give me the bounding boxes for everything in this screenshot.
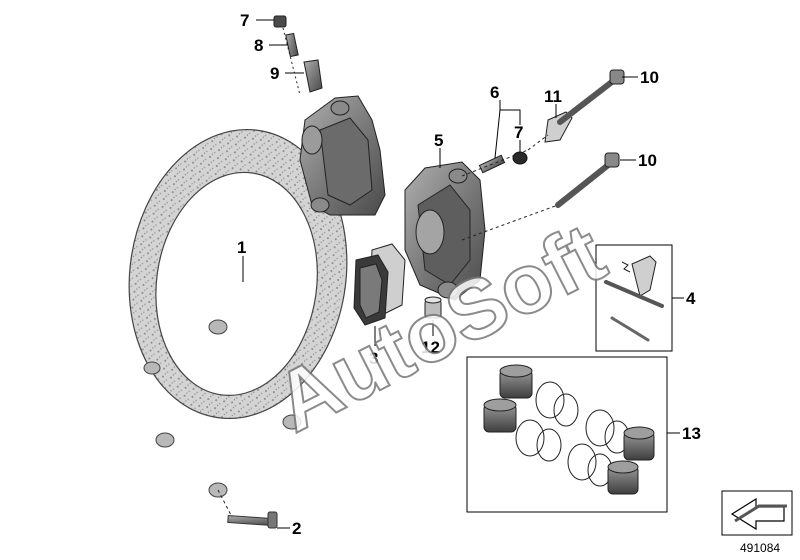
reference-number: 491084 (740, 541, 780, 555)
leader-lines (242, 19, 684, 529)
label-7-top: 7 (240, 11, 249, 30)
brake-pads (353, 243, 406, 326)
label-11: 11 (544, 87, 562, 106)
direction-arrow-icon (721, 490, 793, 536)
label-10-lower: 10 (638, 151, 657, 170)
bleed-cap-main (512, 151, 528, 165)
bleed-screw-upper (285, 32, 299, 58)
label-12: 12 (421, 338, 440, 357)
label-1: 1 (237, 238, 246, 257)
label-3: 3 (369, 349, 378, 368)
label-7-mid: 7 (514, 123, 523, 142)
seal-rings (515, 381, 630, 487)
kit-4-box (595, 244, 673, 352)
pin-sleeve (424, 296, 442, 319)
label-10-top: 10 (640, 68, 659, 87)
kit-13-box (466, 356, 668, 513)
label-13: 13 (682, 424, 701, 443)
pistons-left (483, 364, 533, 433)
label-2: 2 (292, 519, 301, 538)
bleed-cap-upper (273, 15, 287, 28)
fitting-upper (303, 59, 323, 93)
caliper-main (404, 161, 486, 301)
caliper-bolt-lower (555, 152, 620, 208)
label-8: 8 (254, 36, 263, 55)
label-4: 4 (686, 289, 696, 308)
caliper-upper (299, 95, 386, 216)
brake-disc (128, 129, 348, 498)
caliper-bolt-upper (557, 69, 625, 125)
label-6: 6 (490, 83, 499, 102)
pistons-right (607, 426, 655, 495)
label-9: 9 (270, 64, 279, 83)
disc-bolt (217, 489, 278, 529)
label-5: 5 (434, 131, 443, 150)
